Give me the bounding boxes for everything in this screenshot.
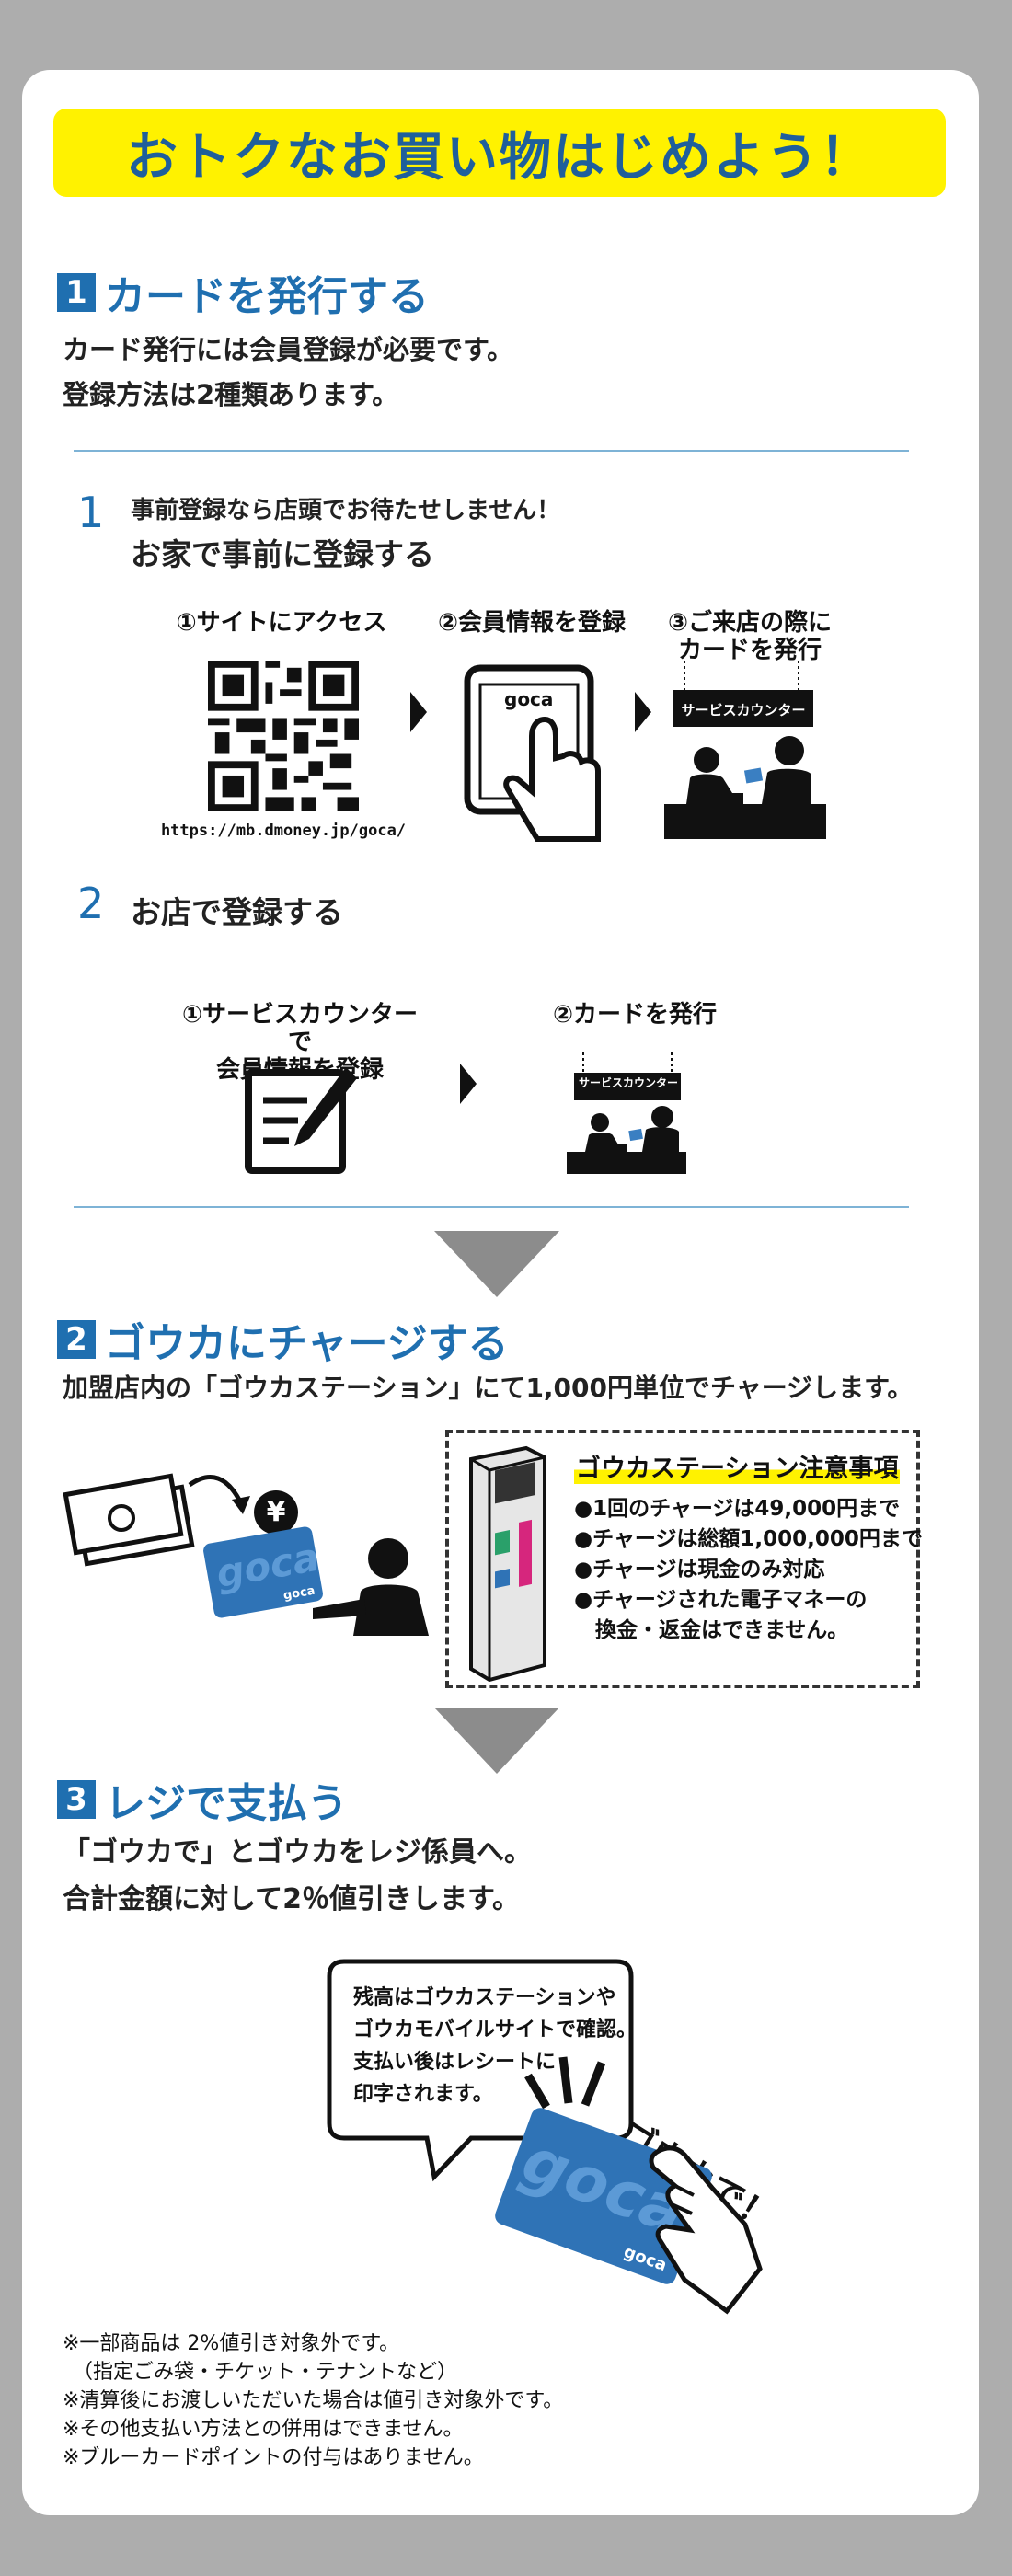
section3-description: 「ゴウカで」とゴウカをレジ係員へ。 合計金額に対して2％値引きします。 [63,1829,532,1923]
method2-number: 2 [77,879,105,928]
signup-url[interactable]: https://mb.dmoney.jp/goca/ [160,822,407,840]
curved-arrow-icon [188,1475,250,1514]
charge-station-icon [469,1445,546,1683]
notice-list: ●1回のチャージは49,000円まで ●チャージは総額1,000,000円まで … [574,1494,923,1646]
footnote: ※ブルーカードポイントの付与はありません。 [63,2446,484,2469]
section2-heading: 2 ゴウカにチャージする [57,1310,509,1369]
footnote: （指定ごみ袋・チケット・テナントなど） [63,2361,458,2384]
person-icon [313,1538,429,1636]
footnote: ※一部商品は 2%値引き対象外です。 [63,2332,400,2355]
section1-description: カード発行には会員登録が必要です。 登録方法は2種類あります。 [63,328,513,418]
notice-item: ●チャージされた電子マネーの [574,1588,868,1612]
section3-number: 3 [57,1780,96,1819]
section1-desc-line2: 登録方法は2種類あります。 [63,379,399,410]
step-arrow-icon [410,692,427,732]
phone-tap-icon [464,664,601,842]
section2-title: ゴウカにチャージする [105,1320,509,1367]
down-arrow-icon [434,1708,559,1774]
device-label: goca [504,688,554,710]
step-arrow-icon [460,1064,477,1104]
section1-number: 1 [57,273,96,312]
method2-title: お店で登録する [131,894,343,930]
method1-step3-label: ③ご来店の際に カードを発行 [667,609,832,664]
section3-title: レジで支払う [105,1780,348,1827]
notice-box [445,1430,920,1688]
notice-item: ●チャージは現金のみ対応 [574,1558,825,1581]
down-arrow-icon [434,1231,559,1297]
section3-desc-line1: 「ゴウカで」とゴウカをレジ係員へ。 [63,1836,532,1869]
notice-item: ●チャージは総額1,000,000円まで [574,1527,923,1551]
emphasis-lines-icon [524,2056,606,2110]
method1-step2-label: ②会員情報を登録 [437,609,626,637]
method1-title: お家で事前に登録する [131,536,434,572]
method1-number: 1 [77,488,105,537]
cash-bills-icon [63,1473,195,1567]
section3-desc-line2: 合計金額に対して2％値引きします。 [63,1883,520,1915]
footnote: ※清算後にお渡しいただいた場合は値引き対象外です。 [63,2389,564,2412]
section1-heading: 1 カードを発行する [57,263,429,322]
method1-step1-label: ①サイトにアクセス [176,609,387,637]
service-counter-icon [567,1052,686,1174]
footnotes: ※一部商品は 2%値引き対象外です。 （指定ごみ袋・チケット・テナントなど） ※… [63,2329,563,2472]
section3-heading: 3 レジで支払う [57,1770,348,1829]
footnote: ※その他支払い方法との併用はできません。 [63,2418,464,2441]
page-title-banner: おトクなお買い物はじめよう！ [53,109,946,197]
page-title: おトクなお買い物はじめよう！ [126,127,873,188]
notice-item: ●1回のチャージは49,000円まで [574,1497,901,1521]
hand-holding-card-icon [649,2145,763,2315]
counter-sign-label: サービスカウンター [673,699,813,721]
step-arrow-icon [635,692,651,732]
form-pen-icon [245,1067,357,1174]
divider [74,1206,909,1208]
notice-item: 換金・返金はできません。 [574,1618,849,1642]
divider [74,450,909,452]
bubble-text: 残高はゴウカステーションや ゴウカモバイルサイトで確認。 支払い後はレシートに … [353,1986,638,2106]
section2-number: 2 [57,1320,96,1359]
method1-lead: 事前登録なら店頭でお待たせしません！ [131,497,561,524]
section2-description: 加盟店内の「ゴウカステーション」にて1,000円単位でチャージします。 [63,1373,914,1403]
yen-coin-icon: ¥ [254,1490,298,1535]
counter-sign-label: サービスカウンター [576,1074,681,1092]
method2-step2-label: ②カードを発行 [552,1001,717,1029]
service-counter-icon [664,661,826,839]
section1-desc-line1: カード発行には会員登録が必要です。 [63,334,514,365]
section1-title: カードを発行する [105,273,429,320]
qr-code-icon [208,661,359,811]
notice-title: ゴウカステーション注意事項 [574,1448,901,1484]
